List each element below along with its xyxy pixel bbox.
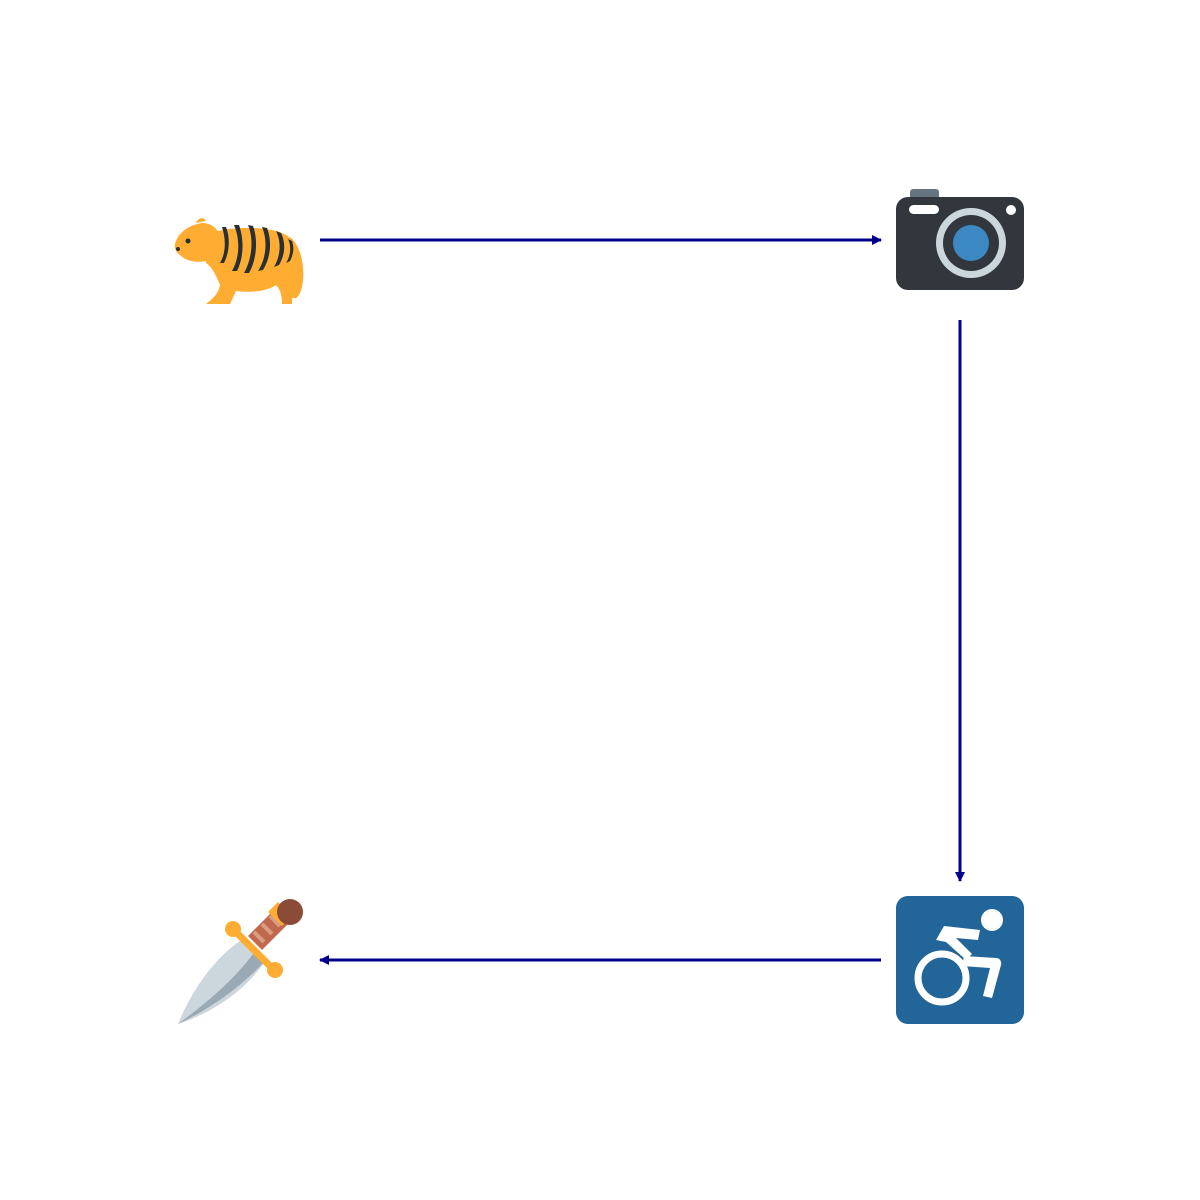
dagger-icon — [178, 899, 303, 1024]
wheelchair-icon — [896, 896, 1024, 1024]
camera-icon — [896, 189, 1024, 290]
edges — [319, 235, 965, 965]
tiger-icon — [174, 218, 304, 304]
